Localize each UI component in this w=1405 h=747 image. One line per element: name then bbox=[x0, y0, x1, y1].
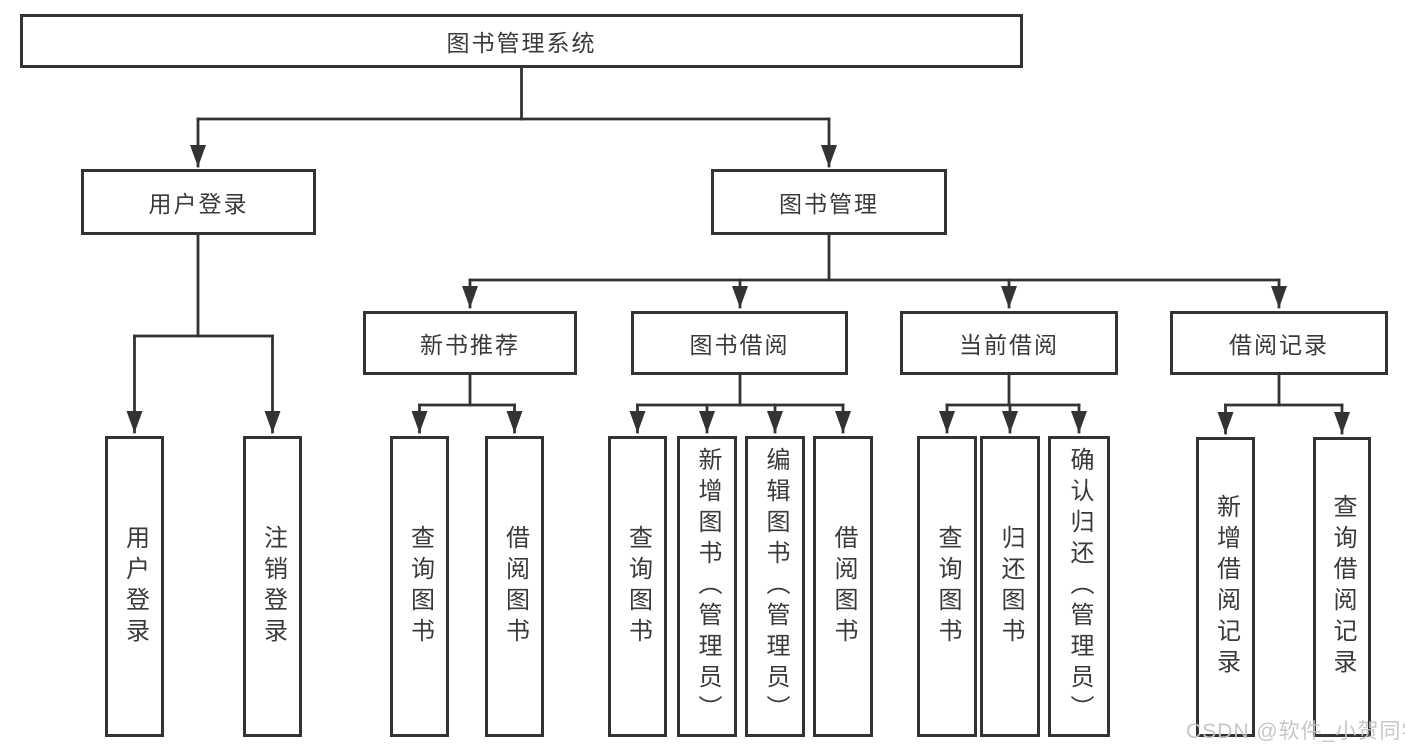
node-label: 当前借阅 bbox=[959, 332, 1059, 358]
node-label: 图书管理 bbox=[779, 191, 879, 217]
node-label: 查询图书 bbox=[406, 524, 434, 649]
node-label: 借阅记录 bbox=[1229, 332, 1329, 358]
watermark: CSDN @软件_小贺同学 bbox=[1186, 720, 1405, 743]
node-label: 查询图书 bbox=[934, 524, 961, 649]
node-label: 注销登录 bbox=[259, 524, 287, 649]
node-label: 新增借阅记录 bbox=[1212, 494, 1240, 680]
node-label: 借阅图书 bbox=[830, 524, 857, 649]
leaf-query-books-recommend: 查询图书 bbox=[390, 436, 449, 737]
node-label: 用户登录 bbox=[148, 191, 249, 217]
leaf-logout: 注销登录 bbox=[243, 436, 302, 737]
node-library-system: 图书管理系统 bbox=[20, 14, 1023, 68]
node-label: 用户登录 bbox=[121, 524, 149, 649]
node-label: 图书管理系统 bbox=[446, 30, 597, 56]
node-label: 编辑图书（管理员） bbox=[762, 447, 789, 726]
leaf-query-books-borrow: 查询图书 bbox=[608, 436, 667, 737]
node-current-borrow: 当前借阅 bbox=[900, 311, 1118, 375]
node-new-book-recommend: 新书推荐 bbox=[363, 311, 577, 375]
leaf-user-login: 用户登录 bbox=[105, 436, 164, 737]
node-borrow-records: 借阅记录 bbox=[1170, 311, 1388, 375]
node-book-management: 图书管理 bbox=[711, 169, 947, 235]
leaf-add-borrow-record: 新增借阅记录 bbox=[1196, 437, 1255, 737]
node-label: 图书借阅 bbox=[689, 332, 790, 358]
node-label: 查询图书 bbox=[624, 524, 652, 649]
node-label: 归还图书 bbox=[997, 524, 1024, 649]
leaf-borrow-books: 借阅图书 bbox=[813, 436, 873, 737]
node-label: 确认归还（管理员） bbox=[1066, 447, 1093, 726]
leaf-query-books-current: 查询图书 bbox=[917, 436, 977, 737]
leaf-return-books: 归还图书 bbox=[980, 436, 1040, 737]
node-label: 新书推荐 bbox=[420, 332, 520, 358]
node-user-login: 用户登录 bbox=[81, 169, 316, 235]
leaf-query-borrow-record: 查询借阅记录 bbox=[1313, 437, 1371, 737]
leaf-confirm-return-admin: 确认归还（管理员） bbox=[1048, 436, 1110, 737]
node-book-borrow: 图书借阅 bbox=[631, 311, 848, 375]
node-label: 新增图书（管理员） bbox=[694, 447, 721, 726]
leaf-borrow-books-recommend: 借阅图书 bbox=[485, 436, 544, 737]
node-label: 借阅图书 bbox=[501, 524, 529, 649]
leaf-edit-book-admin: 编辑图书（管理员） bbox=[745, 436, 805, 737]
leaf-add-book-admin: 新增图书（管理员） bbox=[677, 436, 737, 737]
node-label: 查询借阅记录 bbox=[1329, 494, 1356, 680]
